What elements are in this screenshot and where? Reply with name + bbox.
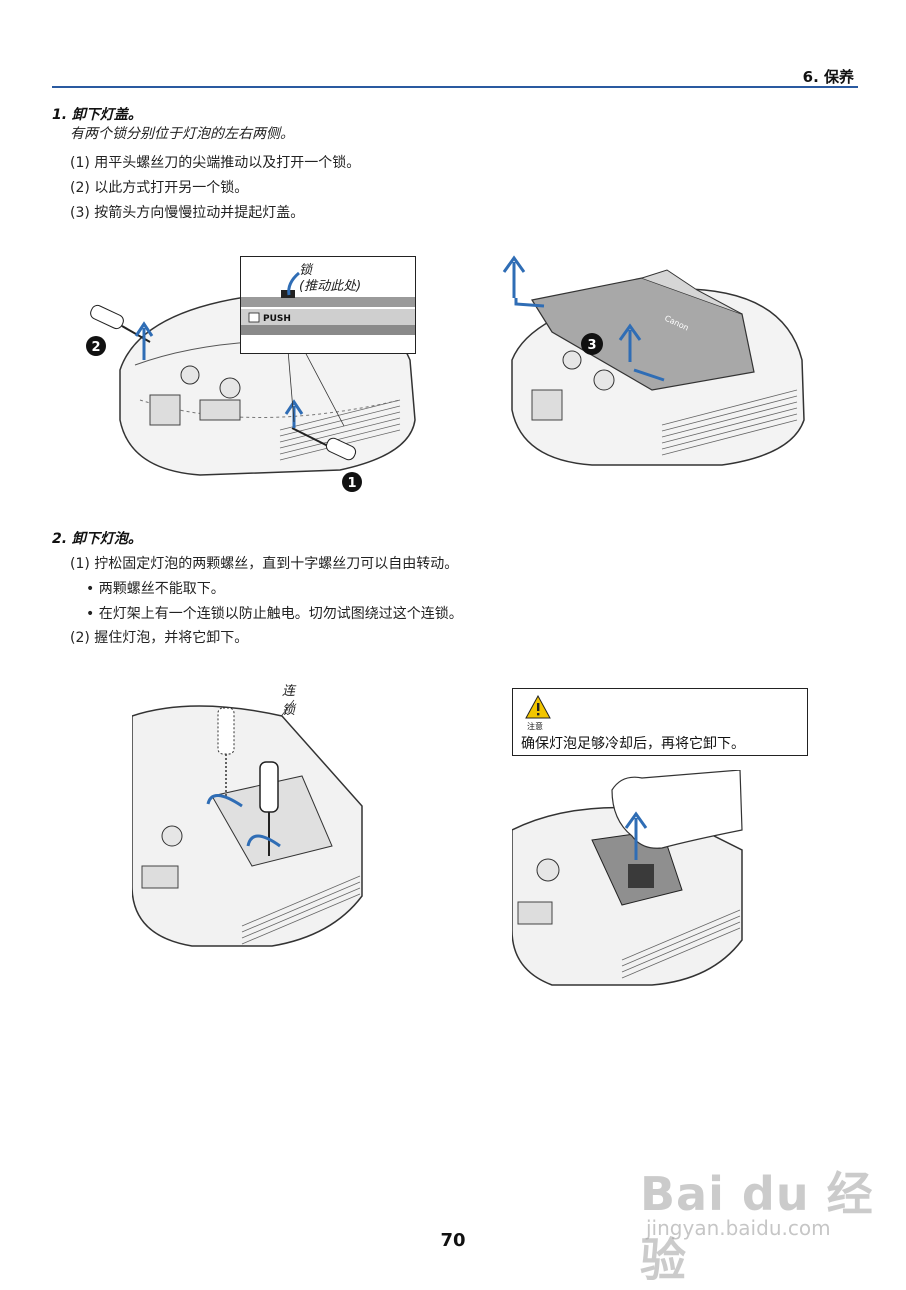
push-label: PUSH — [263, 314, 291, 324]
watermark-brand: Bai du 经验 — [640, 1167, 874, 1287]
warning-icon — [525, 695, 551, 719]
step1-item-3: (3) 按箭头方向慢慢拉动并提起灯盖。 — [70, 205, 305, 221]
step2-bullet-2: • 在灯架上有一个连锁以防止触电。切勿试图绕过这个连锁。 — [86, 606, 463, 622]
marker-1: 1 — [347, 476, 356, 491]
step2-bullet-1: • 两颗螺丝不能取下。 — [86, 581, 225, 597]
section-title: 6. 保养 — [802, 68, 854, 86]
callout-lock: 锁 — [299, 263, 313, 278]
figure-lift-lamp-cover: Canon 3 — [492, 250, 822, 480]
page-number: 70 — [440, 1230, 466, 1251]
callout-push-here: (推动此处) — [299, 279, 362, 294]
step2-title: 2. 卸下灯泡。 — [52, 531, 142, 547]
marker-2: 2 — [91, 340, 100, 355]
marker-3: 3 — [587, 338, 596, 353]
callout-interlock: 连锁 — [282, 684, 296, 718]
caution-text: 确保灯泡足够冷却后，再将它卸下。 — [521, 736, 745, 752]
figure-unlock-lamp-cover: 2 1 PUSH 锁 (推动此处) — [80, 250, 420, 500]
step2-item-1: (1) 拧松固定灯泡的两颗螺丝，直到十字螺丝刀可以自由转动。 — [70, 556, 459, 572]
step1-note: 有两个锁分别位于灯泡的左右两侧。 — [70, 126, 294, 142]
header-rule — [52, 86, 858, 88]
caution-box: 注意 确保灯泡足够冷却后，再将它卸下。 — [512, 688, 808, 756]
lock-detail-inset: PUSH 锁 (推动此处) — [240, 256, 416, 354]
step1-item-2: (2) 以此方式打开另一个锁。 — [70, 180, 249, 196]
step1-title: 1. 卸下灯盖。 — [52, 107, 142, 123]
step2-item-2: (2) 握住灯泡，并将它卸下。 — [70, 630, 249, 646]
caution-label: 注意 — [527, 722, 543, 731]
step1-item-1: (1) 用平头螺丝刀的尖端推动以及打开一个锁。 — [70, 155, 361, 171]
watermark-url: jingyan.baidu.com — [646, 1216, 831, 1240]
figure-remove-lamp — [512, 770, 752, 990]
